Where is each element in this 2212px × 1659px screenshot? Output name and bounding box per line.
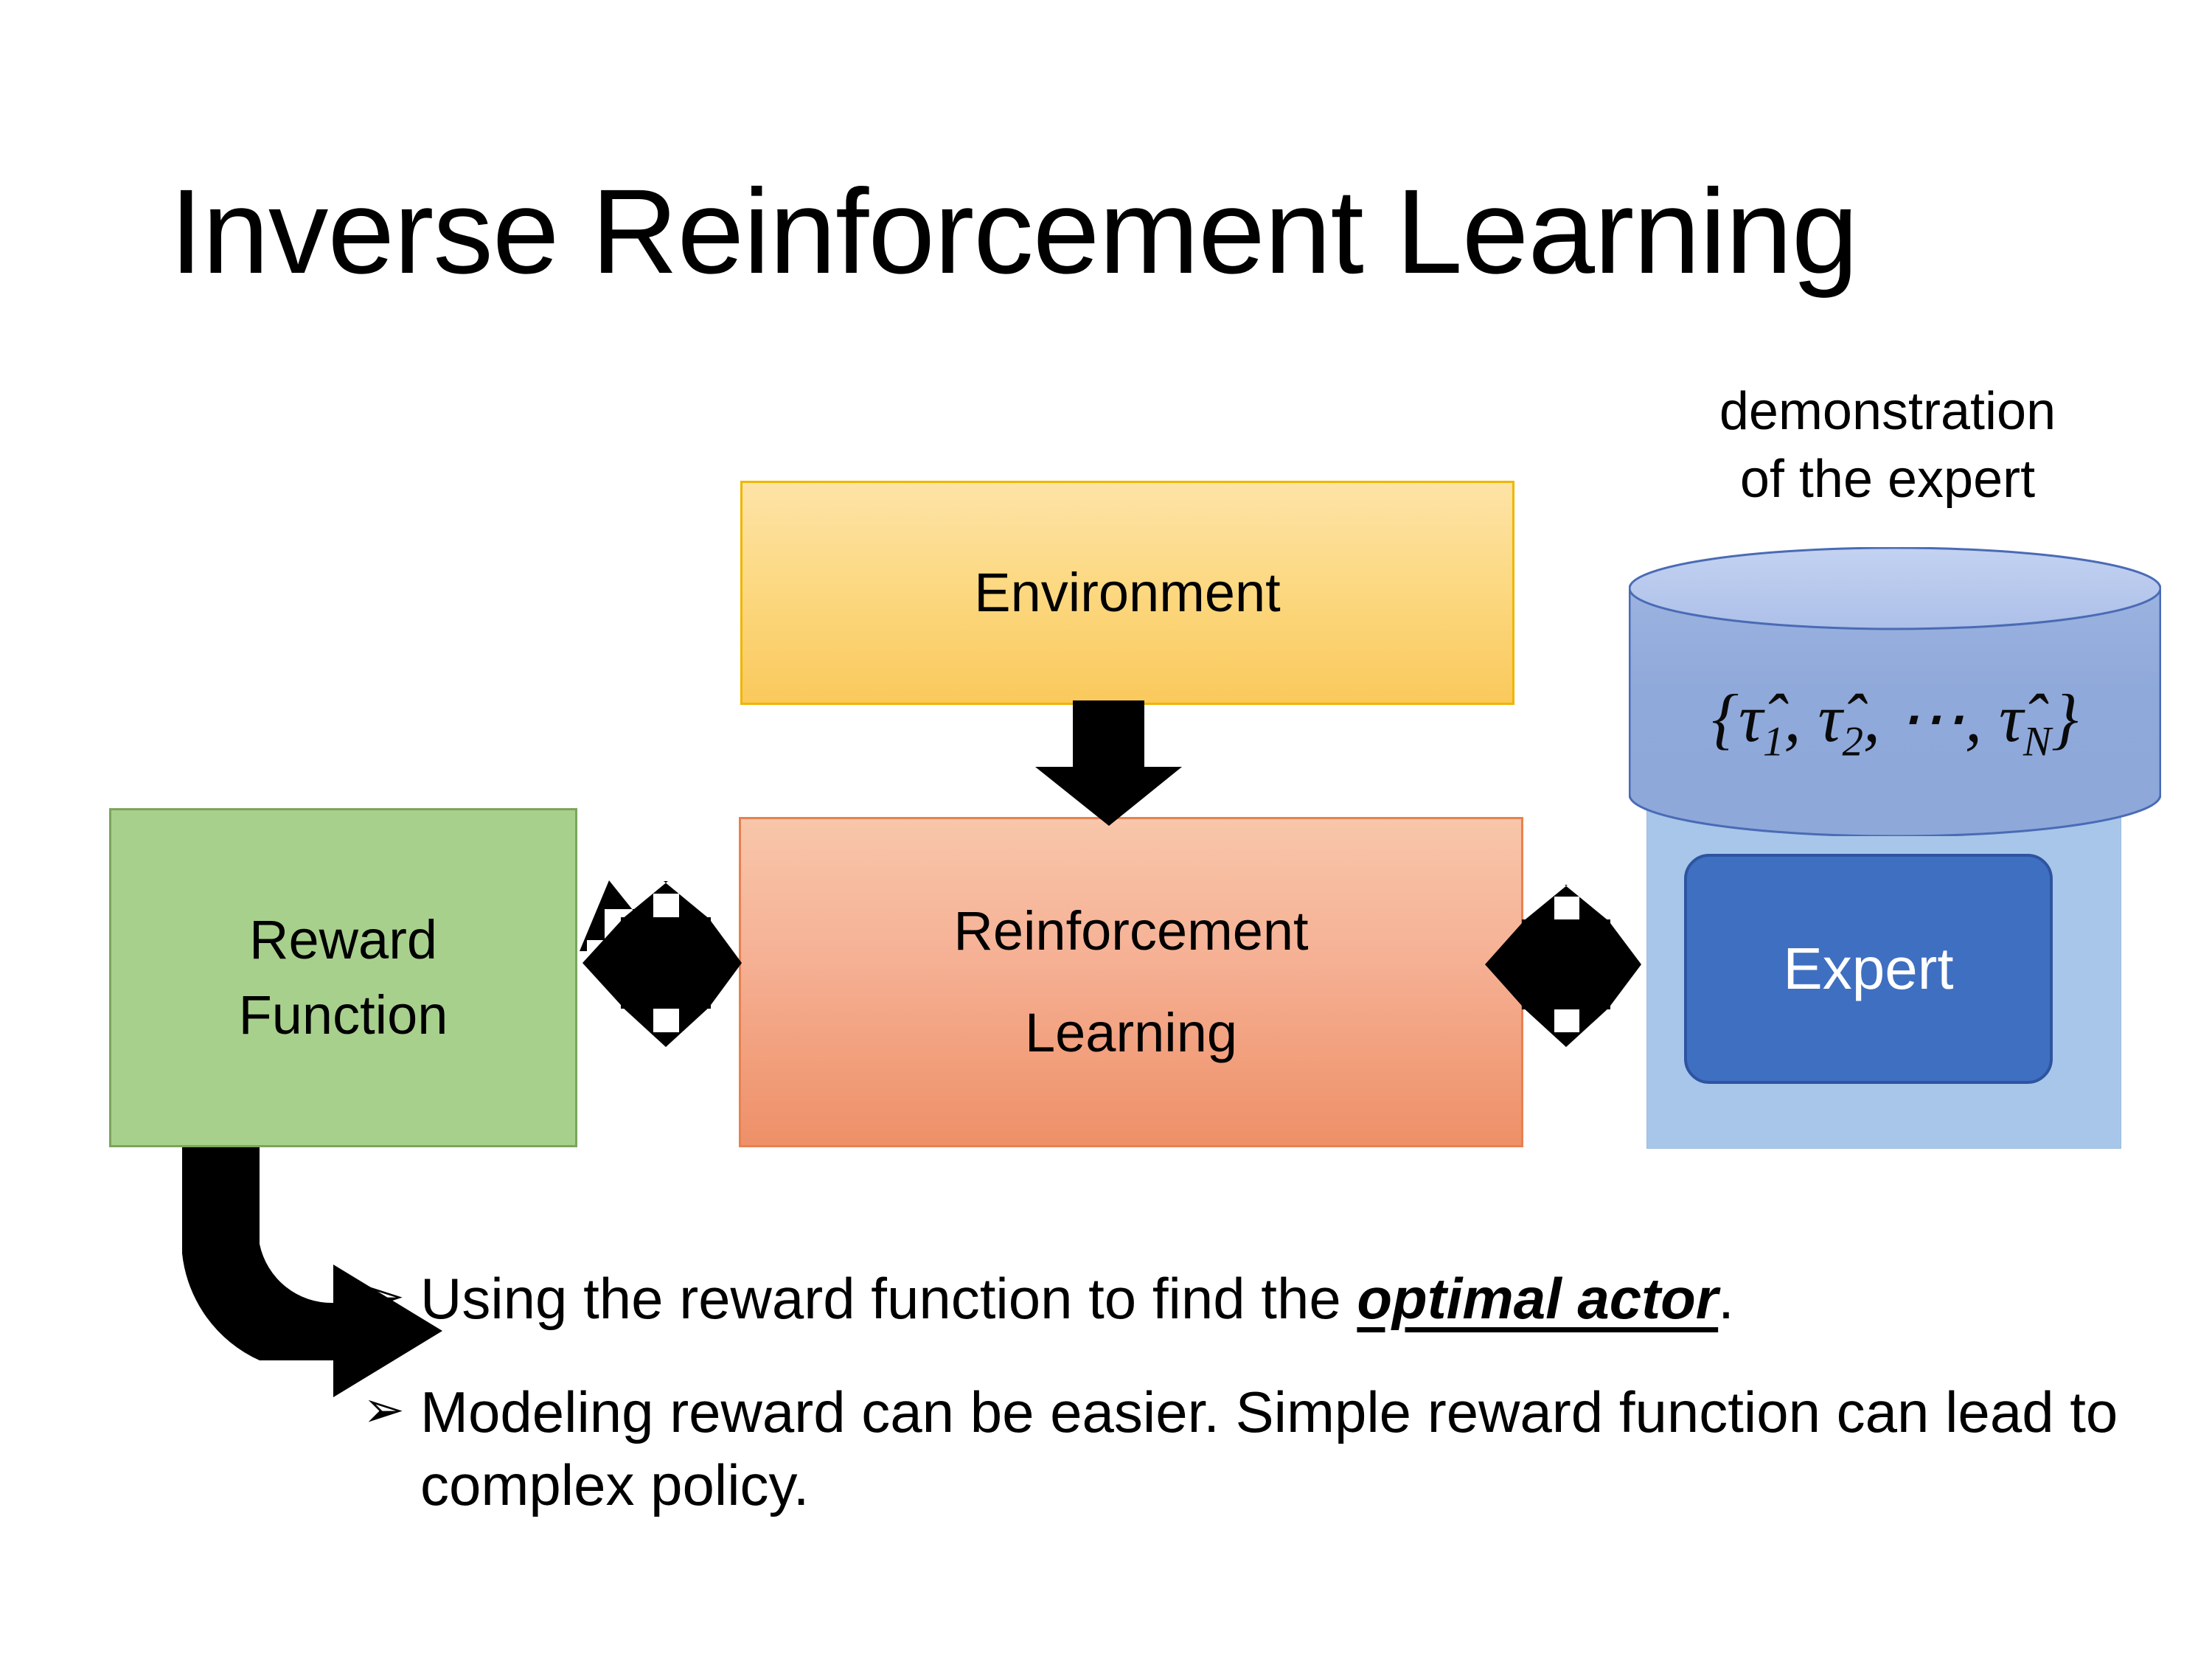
list-item: ➢ Modeling reward can be easier. Simple … — [363, 1376, 2132, 1521]
reward-rl-link-arrow-icon — [622, 881, 710, 919]
demonstration-set-formula: {τ̂1, τ̂2, ⋯, τ̂N} — [1711, 681, 2079, 765]
reward-function-label-line2: Function — [238, 984, 448, 1046]
bullet-arrow-icon: ➢ — [363, 1382, 405, 1439]
reward-rl-quad-arrow-icon — [580, 880, 657, 951]
demonstration-caption-line2: of the expert — [1739, 450, 2036, 509]
demonstration-caption: demonstration of the expert — [1644, 378, 2131, 513]
demonstration-cylinder: {τ̂1, τ̂2, ⋯, τ̂N} — [1629, 547, 2161, 836]
reward-rl-link-body-icon — [582, 917, 742, 1009]
bullet-1-emphasis: optimal actor — [1357, 1266, 1719, 1331]
reinforcement-learning-label-line1: Reinforcement — [953, 900, 1309, 961]
rl-expert-link-arrow-down-icon — [1523, 1007, 1610, 1047]
environment-label: Environment — [974, 562, 1281, 623]
bullet-1-text-before: Using the reward function to find the — [420, 1266, 1357, 1331]
reinforcement-learning-box[interactable]: Reinforcement Learning — [739, 817, 1523, 1147]
reinforcement-learning-label-line2: Learning — [1024, 1002, 1237, 1063]
environment-box[interactable]: Environment — [740, 481, 1514, 705]
demonstration-caption-line1: demonstration — [1719, 382, 2056, 441]
reward-function-box[interactable]: Reward Function — [109, 808, 577, 1147]
page-title: Inverse Reinforcement Learning — [170, 164, 1858, 299]
expert-box[interactable]: Expert — [1684, 854, 2053, 1084]
bullet-arrow-icon: ➢ — [363, 1268, 405, 1324]
cylinder-shape-icon — [1629, 547, 2161, 836]
reward-function-label-line1: Reward — [249, 909, 437, 970]
bullet-list: ➢ Using the reward function to find the … — [363, 1262, 2132, 1521]
expert-label: Expert — [1783, 936, 1954, 1001]
environment-to-rl-arrow-icon — [1035, 700, 1182, 826]
list-item: ➢ Using the reward function to find the … — [363, 1262, 2132, 1335]
bullet-text-1: Using the reward function to find the op… — [420, 1262, 2132, 1335]
reward-rl-link-arrow-down-icon — [622, 1006, 710, 1047]
rl-expert-link-arrow-icon — [1523, 885, 1610, 922]
bullet-1-text-after: . — [1718, 1266, 1734, 1331]
bullet-text-2: Modeling reward can be easier. Simple re… — [420, 1380, 2118, 1517]
